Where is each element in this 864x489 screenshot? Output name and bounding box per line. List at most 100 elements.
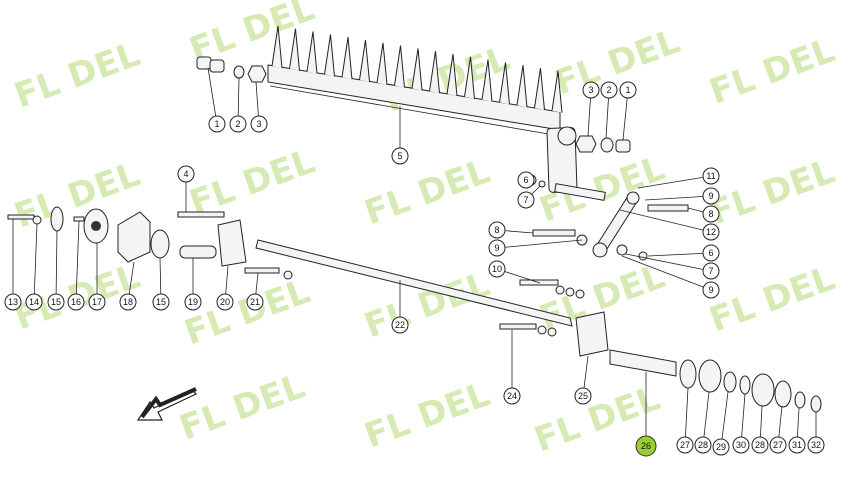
tine-finger <box>429 51 440 94</box>
watermark-text: FL DEL <box>704 30 840 112</box>
direction-arrow <box>136 387 198 421</box>
callout-circle <box>488 221 506 239</box>
callout-label: 8 <box>494 225 499 235</box>
callout-label: 12 <box>706 227 716 237</box>
callout-6: 6 <box>702 244 720 262</box>
tine-finger <box>289 28 300 71</box>
callout-circle <box>694 436 712 454</box>
leader-line <box>644 195 712 201</box>
callout-label: 8 <box>708 209 713 219</box>
callout-label: 20 <box>220 297 230 307</box>
tine-finger <box>481 59 493 102</box>
callout-label: 3 <box>588 85 593 95</box>
leader-line <box>496 239 583 249</box>
callout-circle <box>517 191 535 209</box>
callout-label: 15 <box>156 297 166 307</box>
callout-circle <box>391 316 409 334</box>
callout-circle <box>788 436 806 454</box>
callout-circle <box>676 436 694 454</box>
leader-line <box>619 209 712 233</box>
callout-label: 14 <box>29 297 39 307</box>
tine-finger <box>359 39 370 83</box>
callout-circle <box>503 387 521 405</box>
callout-circle <box>517 171 535 189</box>
callout-4: 4 <box>177 165 195 183</box>
callout-circle <box>488 260 506 278</box>
callout-label: 29 <box>716 442 726 452</box>
callout-label: 15 <box>51 297 61 307</box>
callout-label: 2 <box>606 85 611 95</box>
callout-label: 16 <box>71 297 81 307</box>
tine-bar-part <box>267 25 578 193</box>
callout-circle <box>152 293 170 311</box>
callout-9: 9 <box>702 281 720 299</box>
bearing-assembly-part <box>499 311 822 413</box>
callout-label: 27 <box>680 440 690 450</box>
callout-circle <box>702 167 720 185</box>
callout-19: 19 <box>184 293 202 311</box>
callout-circle <box>574 387 592 405</box>
crank-linkage-part <box>525 174 689 261</box>
callout-circle <box>702 187 720 205</box>
callout-label: 21 <box>250 297 260 307</box>
tine-finger <box>516 65 528 108</box>
callout-label: 31 <box>792 440 802 450</box>
callout-circle <box>582 81 600 99</box>
callout-label: 7 <box>708 266 713 276</box>
callout-circle <box>119 293 137 311</box>
callout-30: 30 <box>732 436 750 454</box>
callout-label: 5 <box>397 151 402 161</box>
watermark-text: FL DEL <box>179 271 315 353</box>
callout-10: 10 <box>488 260 506 278</box>
bushing-set-left <box>196 56 267 83</box>
leader-line <box>647 252 712 257</box>
callout-circle <box>702 205 720 223</box>
callout-15: 15 <box>152 293 170 311</box>
callout-2: 2 <box>600 81 618 99</box>
tine-finger <box>534 67 545 111</box>
callout-label: 2 <box>235 119 240 129</box>
leader-line <box>684 387 689 446</box>
callout-3: 3 <box>582 81 600 99</box>
tine-finger <box>551 70 563 113</box>
callout-24: 24 <box>503 387 521 405</box>
callout-26: 26 <box>635 435 657 457</box>
callout-label: 9 <box>708 285 713 295</box>
watermark-text: FL DEL <box>9 34 145 116</box>
callout-29: 29 <box>712 438 730 456</box>
callout-8: 8 <box>702 205 720 223</box>
callout-circle <box>47 293 65 311</box>
callout-1: 1 <box>208 115 226 133</box>
callout-11: 11 <box>702 167 720 185</box>
callout-12: 12 <box>702 223 720 241</box>
left-end-parts <box>7 206 293 280</box>
leader-line <box>33 223 38 303</box>
callout-2: 2 <box>229 115 247 133</box>
tine-finger <box>306 31 318 74</box>
callout-label: 32 <box>811 440 821 450</box>
callout-label: 9 <box>494 243 499 253</box>
callout-label: 1 <box>625 85 630 95</box>
watermark-text: FL DEL <box>184 141 320 223</box>
callout-circle <box>702 281 720 299</box>
callout-7: 7 <box>702 262 720 280</box>
callout-3: 3 <box>250 115 268 133</box>
callout-circle <box>769 436 787 454</box>
callout-circle <box>488 239 506 257</box>
callout-label: 1 <box>214 119 219 129</box>
tine-finger <box>446 53 458 97</box>
callout-20: 20 <box>216 293 234 311</box>
callout-28: 28 <box>751 436 769 454</box>
callout-circle <box>600 81 618 99</box>
callout-label: 9 <box>708 191 713 201</box>
callout-27: 27 <box>769 436 787 454</box>
callout-label: 17 <box>92 297 102 307</box>
callout-label: 13 <box>8 297 18 307</box>
leader-line <box>637 175 712 189</box>
callout-circle <box>229 115 247 133</box>
callout-circle <box>751 436 769 454</box>
callout-label: 6 <box>708 248 713 258</box>
callout-label: 25 <box>578 391 588 401</box>
callout-18: 18 <box>119 293 137 311</box>
leader-lines <box>12 67 817 448</box>
